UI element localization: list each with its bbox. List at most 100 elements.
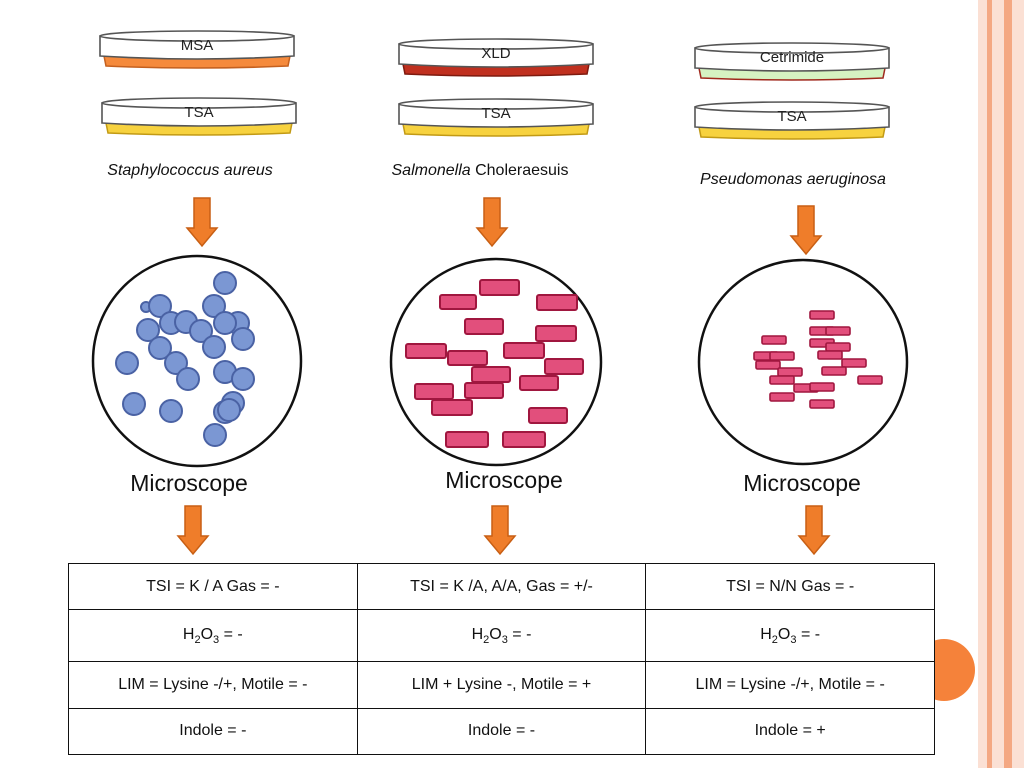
rod-cell bbox=[405, 343, 447, 359]
rod-cell bbox=[414, 383, 454, 400]
organism-pseudomonas-italic: Pseudomonas aeruginosa bbox=[700, 171, 886, 188]
rod-cell bbox=[809, 310, 835, 320]
table-cell: TSI = K / A Gas = - bbox=[68, 562, 358, 611]
coccus-cell bbox=[148, 336, 172, 360]
dish-rim bbox=[398, 98, 594, 110]
table-cell: Indole = - bbox=[356, 707, 647, 756]
down-arrow-icon bbox=[797, 505, 831, 556]
right-stripe-light-2 bbox=[992, 0, 1004, 768]
coccus-cell bbox=[148, 294, 172, 318]
rod-cell bbox=[769, 392, 795, 402]
microscope-fields-layer bbox=[91, 254, 909, 468]
table-cell: LIM = Lysine -/+, Motile = - bbox=[68, 661, 358, 709]
dish-lid bbox=[694, 47, 890, 72]
organism-pseudomonas: Pseudomonas aeruginosa bbox=[668, 171, 918, 189]
plate-label-cetrimide: Cetrimide bbox=[759, 49, 825, 66]
dish-rim bbox=[99, 30, 295, 42]
coccus-cell bbox=[164, 351, 188, 375]
dish-rim bbox=[694, 101, 890, 113]
rod-cell bbox=[769, 351, 795, 361]
rod-cell bbox=[857, 375, 883, 385]
microscope-label-1: Microscope bbox=[130, 470, 248, 496]
rod-cell bbox=[544, 358, 584, 375]
plate-label-tsa-1: TSA bbox=[184, 104, 214, 121]
dish-lid bbox=[398, 43, 594, 68]
petri-dish bbox=[694, 101, 890, 140]
plate-label-tsa-3: TSA bbox=[777, 108, 807, 125]
coccus-cell bbox=[217, 398, 241, 422]
rod-cell bbox=[841, 358, 867, 368]
rod-cell bbox=[464, 382, 504, 399]
dish-lid bbox=[398, 103, 594, 128]
microscope-label-2: Microscope bbox=[445, 467, 563, 493]
rod-cell bbox=[445, 431, 489, 448]
rod-cell bbox=[519, 375, 559, 391]
organism-staph-italic: Staphylococcus aureus bbox=[107, 162, 273, 179]
petri-dish bbox=[101, 97, 297, 136]
rod-cell bbox=[439, 294, 477, 310]
plates-layer bbox=[99, 30, 890, 140]
rod-cell bbox=[447, 350, 488, 366]
rod-cell bbox=[825, 342, 851, 352]
table-row-tsi: TSI = K / A Gas = - TSI = K /A, A/A, Gas… bbox=[68, 562, 935, 611]
table-cell: H2O3 = - bbox=[645, 609, 935, 663]
dish-lid bbox=[101, 102, 297, 127]
table-cell: TSI = K /A, A/A, Gas = +/- bbox=[356, 562, 647, 611]
coccus-cell bbox=[213, 271, 237, 295]
organism-salmonella-italic: Salmonella bbox=[391, 162, 471, 179]
coccus-cell bbox=[115, 351, 139, 375]
down-arrow-icon bbox=[483, 505, 517, 556]
organism-staph: Staphylococcus aureus bbox=[70, 162, 310, 180]
right-stripe-dark-2 bbox=[1004, 0, 1012, 768]
down-arrow-icon bbox=[475, 197, 509, 248]
rod-cell bbox=[503, 342, 545, 359]
coccus-cell bbox=[231, 327, 255, 351]
dish-rim bbox=[398, 38, 594, 50]
coccus-cell bbox=[136, 318, 160, 342]
coccus-cell bbox=[213, 311, 237, 335]
rod-cell bbox=[761, 335, 787, 345]
coccus-cell bbox=[159, 399, 183, 423]
coccus-cell bbox=[122, 392, 146, 416]
table-cell: LIM = Lysine -/+, Motile = - bbox=[645, 661, 935, 709]
table-row-h2o3: H2O3 = - H2O3 = - H2O3 = - bbox=[68, 609, 935, 663]
rod-cell bbox=[502, 431, 546, 448]
petri-dish bbox=[694, 42, 890, 81]
table-cell: Indole = - bbox=[68, 707, 358, 756]
table-row-lim: LIM = Lysine -/+, Motile = - LIM + Lysin… bbox=[68, 661, 935, 709]
rod-cell bbox=[825, 326, 851, 336]
right-stripe-light-3 bbox=[1012, 0, 1024, 768]
down-arrow-icon bbox=[185, 197, 219, 248]
coccus-cell bbox=[231, 367, 255, 391]
table-cell: Indole = + bbox=[645, 707, 935, 756]
petri-dish bbox=[398, 38, 594, 77]
rod-cell bbox=[536, 294, 578, 311]
rod-cell bbox=[479, 279, 520, 296]
rod-cell bbox=[431, 399, 473, 416]
dish-lid bbox=[694, 106, 890, 131]
table-cell: LIM + Lysine -, Motile = + bbox=[356, 661, 647, 709]
rod-cell bbox=[809, 382, 835, 392]
coccus-cell bbox=[176, 367, 200, 391]
organism-salmonella-regular: Choleraesuis bbox=[470, 162, 569, 179]
rod-cell bbox=[471, 366, 511, 383]
rod-cell bbox=[755, 360, 781, 370]
dish-rim bbox=[694, 42, 890, 54]
rod-cell bbox=[528, 407, 568, 424]
rod-cell bbox=[535, 325, 577, 342]
arrows-layer bbox=[176, 197, 831, 556]
petri-dish bbox=[99, 30, 295, 69]
rod-cell bbox=[809, 399, 835, 409]
right-stripe-light bbox=[978, 0, 987, 768]
coccus-cell bbox=[189, 319, 213, 343]
rod-cell bbox=[769, 375, 795, 385]
down-arrow-icon bbox=[176, 505, 210, 556]
right-stripe-dark bbox=[987, 0, 992, 768]
organism-salmonella: Salmonella Choleraesuis bbox=[360, 162, 600, 180]
rod-cell bbox=[817, 350, 843, 360]
coccus-cell bbox=[202, 294, 226, 318]
coccus-cell bbox=[203, 423, 227, 447]
plate-label-tsa-2: TSA bbox=[481, 105, 511, 122]
biochemical-results-table: TSI = K / A Gas = - TSI = K /A, A/A, Gas… bbox=[68, 562, 935, 756]
dish-lid bbox=[99, 35, 295, 60]
